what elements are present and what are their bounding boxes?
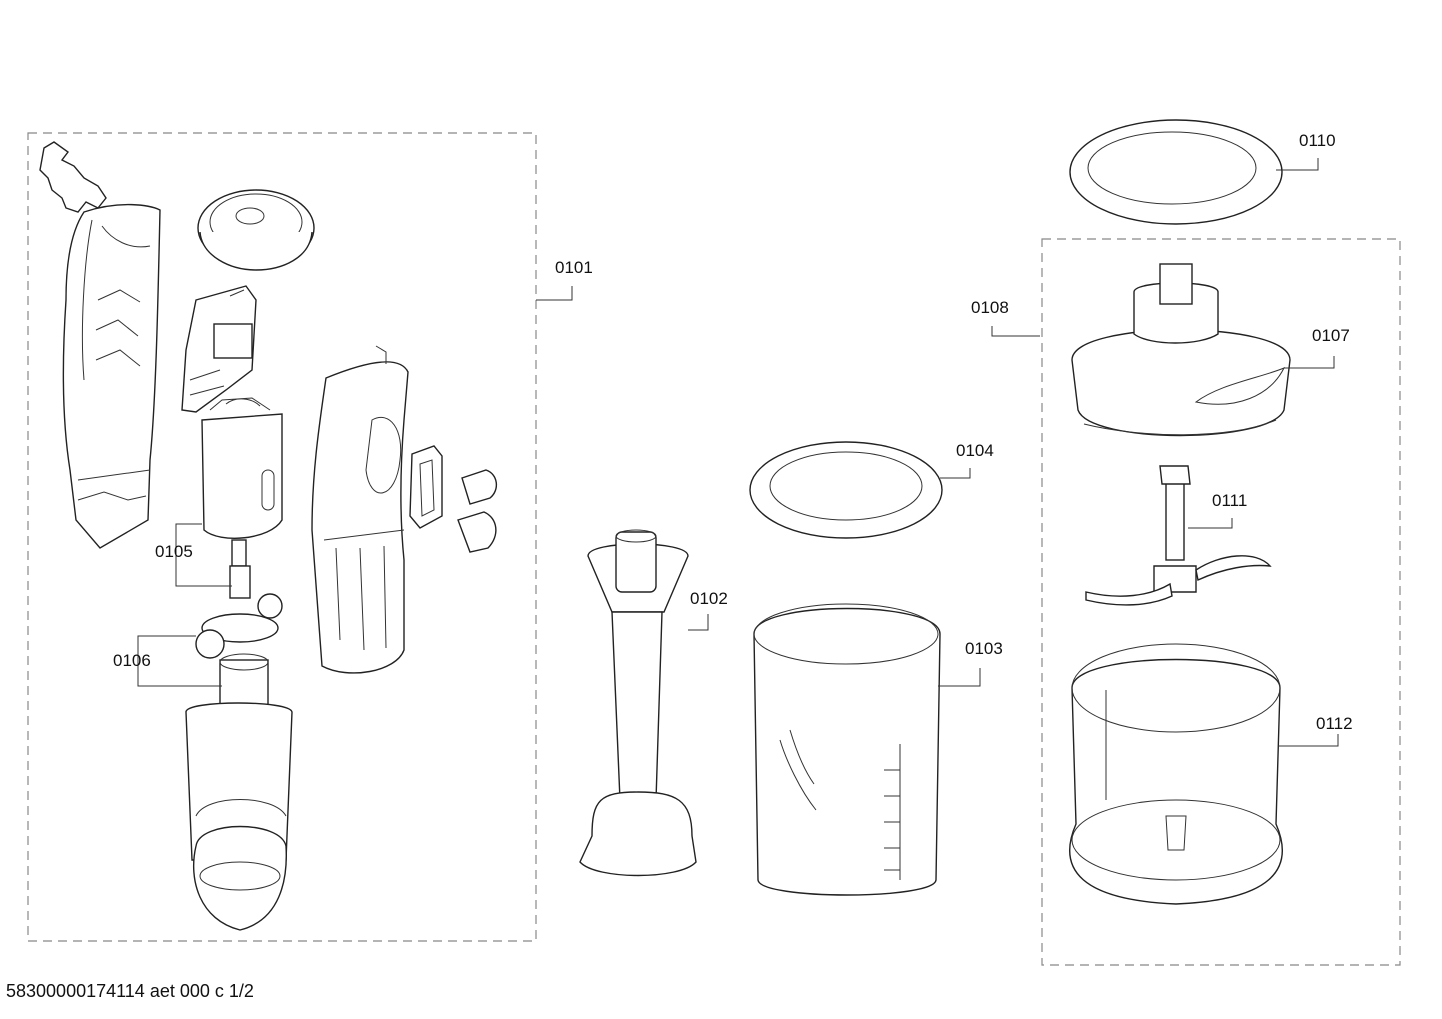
label-0105: 0105: [155, 542, 193, 561]
label-0108: 0108: [971, 298, 1009, 317]
group-box-0101: [27, 132, 537, 942]
electronics-board-part: [181, 285, 257, 413]
motor-housing-front-part: [311, 345, 409, 674]
document-id-footer: 58300000174114 aet 000 c 1/2: [6, 981, 254, 1001]
top-cap-part: [197, 189, 315, 271]
motor-part: [201, 397, 283, 599]
label-0111: 0111: [1212, 491, 1247, 510]
label-0110: 0110: [1299, 131, 1336, 150]
gear-coupling-part: [195, 593, 283, 659]
label-0112: 0112: [1316, 714, 1353, 733]
label-0101: 0101: [555, 258, 593, 277]
label-0102: 0102: [690, 589, 728, 608]
chopper-lid-ring-part: [1069, 119, 1283, 225]
label-0107: 0107: [1312, 326, 1350, 345]
coupling-body-part: [185, 653, 293, 931]
measuring-beaker-part: [753, 603, 941, 896]
label-0103: 0103: [965, 639, 1003, 658]
group-box-0108: [1041, 238, 1401, 966]
motor-housing-shell-part: [39, 141, 161, 549]
label-0106: 0106: [113, 651, 151, 670]
chopper-blade-part: [1085, 465, 1272, 606]
chopper-bowl-part: [1068, 643, 1284, 905]
leader-lines: [137, 158, 1339, 747]
chopper-gear-lid-part: [1071, 263, 1291, 437]
blender-shaft-part: [579, 529, 697, 877]
label-0104: 0104: [956, 441, 994, 460]
button-parts: [409, 445, 497, 553]
beaker-lid-part: [749, 441, 943, 539]
